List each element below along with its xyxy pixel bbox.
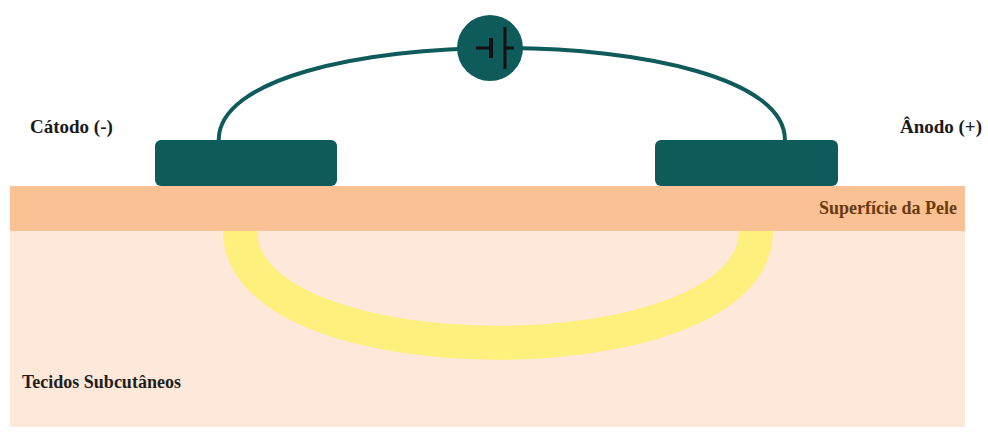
node-label: Superfície da Pele <box>819 198 957 220</box>
skin-band: Superfície da Pele <box>10 186 965 231</box>
node-label: Cátodo (-) <box>30 116 113 139</box>
current-path <box>240 231 756 343</box>
anode-pad: Ânodo (+) <box>655 140 838 186</box>
node-label: Ânodo (+) <box>900 116 982 139</box>
cathode-pad: Cátodo (-) <box>155 140 337 186</box>
node-label: Tecidos Subcutâneos <box>22 372 181 394</box>
battery-symbol <box>457 15 523 81</box>
